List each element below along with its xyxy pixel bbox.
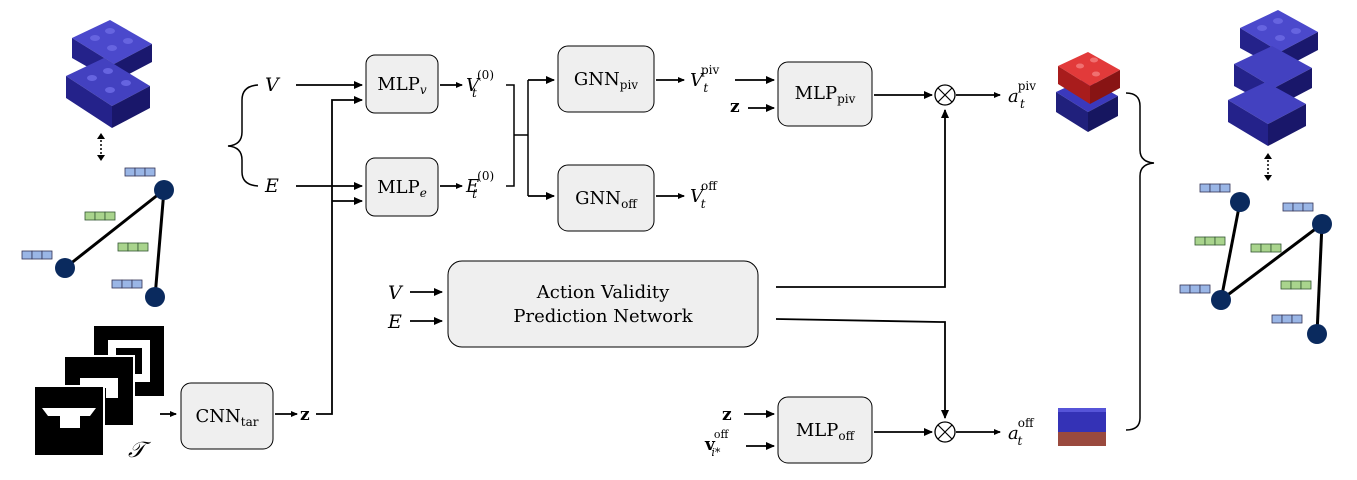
arrow-avpn-to-piv	[776, 109, 949, 288]
mlp-piv-label: MLPpiv	[795, 83, 856, 106]
mlp-e-box	[365, 157, 439, 217]
edge-feature-vector	[1280, 280, 1312, 290]
output-brick-assembly	[1228, 10, 1318, 181]
edge-feature-vector	[84, 211, 116, 221]
mlp-e-label: MLPe	[377, 177, 427, 200]
node-feature-vector	[1282, 202, 1314, 212]
gnn-off-box	[557, 164, 655, 232]
v-input-label: V	[265, 74, 281, 96]
input-graph	[21, 167, 174, 307]
z-label-off: z	[722, 405, 732, 425]
mlp-off-label: MLPoff	[796, 420, 856, 443]
graph-node	[154, 180, 174, 200]
graph-node	[1307, 324, 1327, 344]
node-feature-vector	[21, 250, 53, 260]
gnn-piv-box	[557, 45, 655, 113]
graph-node	[1230, 192, 1250, 212]
edge-feature-vector	[1194, 236, 1226, 246]
edge-feature-vector	[1250, 243, 1282, 253]
graph-node	[1312, 214, 1332, 234]
e0-label: E(0)t	[465, 169, 494, 201]
z-label-piv: z	[730, 97, 740, 117]
mlp-off-box	[777, 396, 873, 464]
target-symbol: 𝒯	[128, 438, 152, 463]
graph-node	[1211, 290, 1231, 310]
v-input-avpn: V	[388, 282, 404, 304]
gnn-piv-label: GNNpiv	[574, 69, 638, 92]
cnn-tar-label: CNNtar	[196, 406, 259, 429]
avpn-label-line2: Prediction Network	[513, 306, 693, 327]
graph-node	[55, 258, 75, 278]
mlp-v-label: MLPv	[377, 74, 427, 97]
target-images: 𝒯	[33, 326, 164, 463]
input-brick-assembly	[66, 20, 152, 161]
merge-bracket	[506, 84, 515, 187]
brick-bottom-left	[66, 58, 150, 128]
node-feature-vector	[124, 167, 156, 177]
cnn-tar-box	[180, 382, 274, 450]
arrow-avpn-to-off	[775, 318, 949, 419]
gnn-off-label: GNNoff	[575, 188, 638, 211]
avpn-box	[447, 260, 759, 348]
arrow-z-to-mlpv	[316, 96, 363, 415]
offset-action-brick	[1058, 408, 1106, 446]
mlp-v-box	[365, 54, 439, 114]
pivot-action-brick	[1056, 52, 1120, 132]
node-feature-vector	[1271, 314, 1303, 324]
node-feature-vector	[111, 279, 143, 289]
edge-feature-vector	[117, 242, 149, 252]
graph-node	[145, 287, 165, 307]
avpn-label-line1: Action Validity	[536, 282, 670, 303]
z-label-cnn: z	[300, 405, 310, 425]
node-feature-vector	[1179, 284, 1211, 294]
input-brace	[227, 84, 259, 187]
output-brace	[1125, 92, 1155, 431]
e-input-label: E	[264, 175, 279, 197]
v0-label: V(0)t	[466, 68, 494, 100]
node-feature-vector	[1199, 183, 1231, 193]
mlp-piv-box	[777, 61, 873, 127]
e-input-avpn: E	[387, 311, 402, 333]
output-graph	[1179, 183, 1332, 344]
